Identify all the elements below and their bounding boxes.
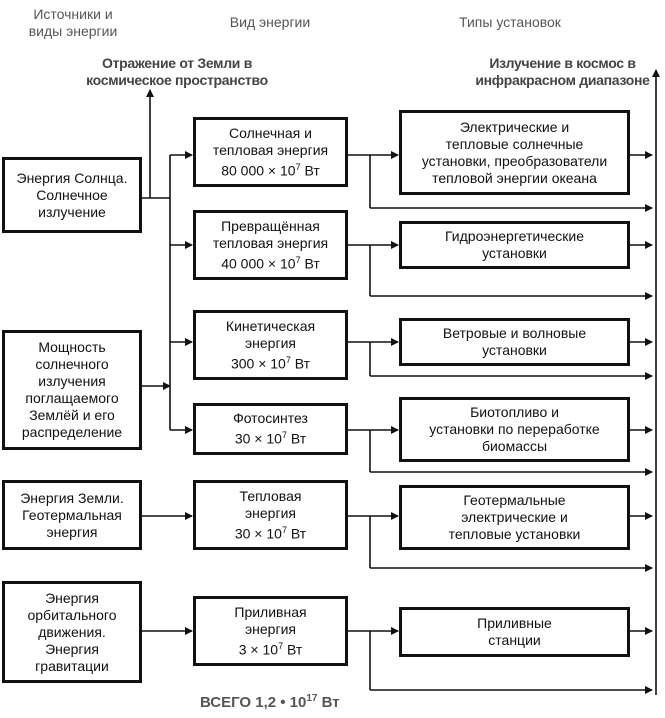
note-reflection: Отражение от Земли в космическое простра… [86, 55, 268, 88]
energy-power: 30 × 107 Вт [234, 524, 307, 542]
energy-power: 80 000 × 107 Вт [221, 161, 320, 179]
energy-power: 3 × 107 Вт [238, 640, 303, 658]
energy-box-photosynthesis: Фотосинтез 30 × 107 Вт [193, 403, 348, 455]
energy-power: 300 × 107 Вт [230, 354, 311, 372]
energy-power: 40 000 × 107 Вт [221, 254, 320, 272]
energy-power: 30 × 107 Вт [234, 430, 307, 447]
header-installations: Типы установок [459, 14, 561, 30]
header-energy-kind: Вид энергии [229, 14, 311, 30]
header-sources: Источники и виды энергии [28, 6, 118, 39]
total-power: ВСЕГО 1,2 • 1017 Вт [200, 693, 340, 711]
note-radiation: Излучение в космос в инфракрасном диапаз… [475, 55, 650, 88]
